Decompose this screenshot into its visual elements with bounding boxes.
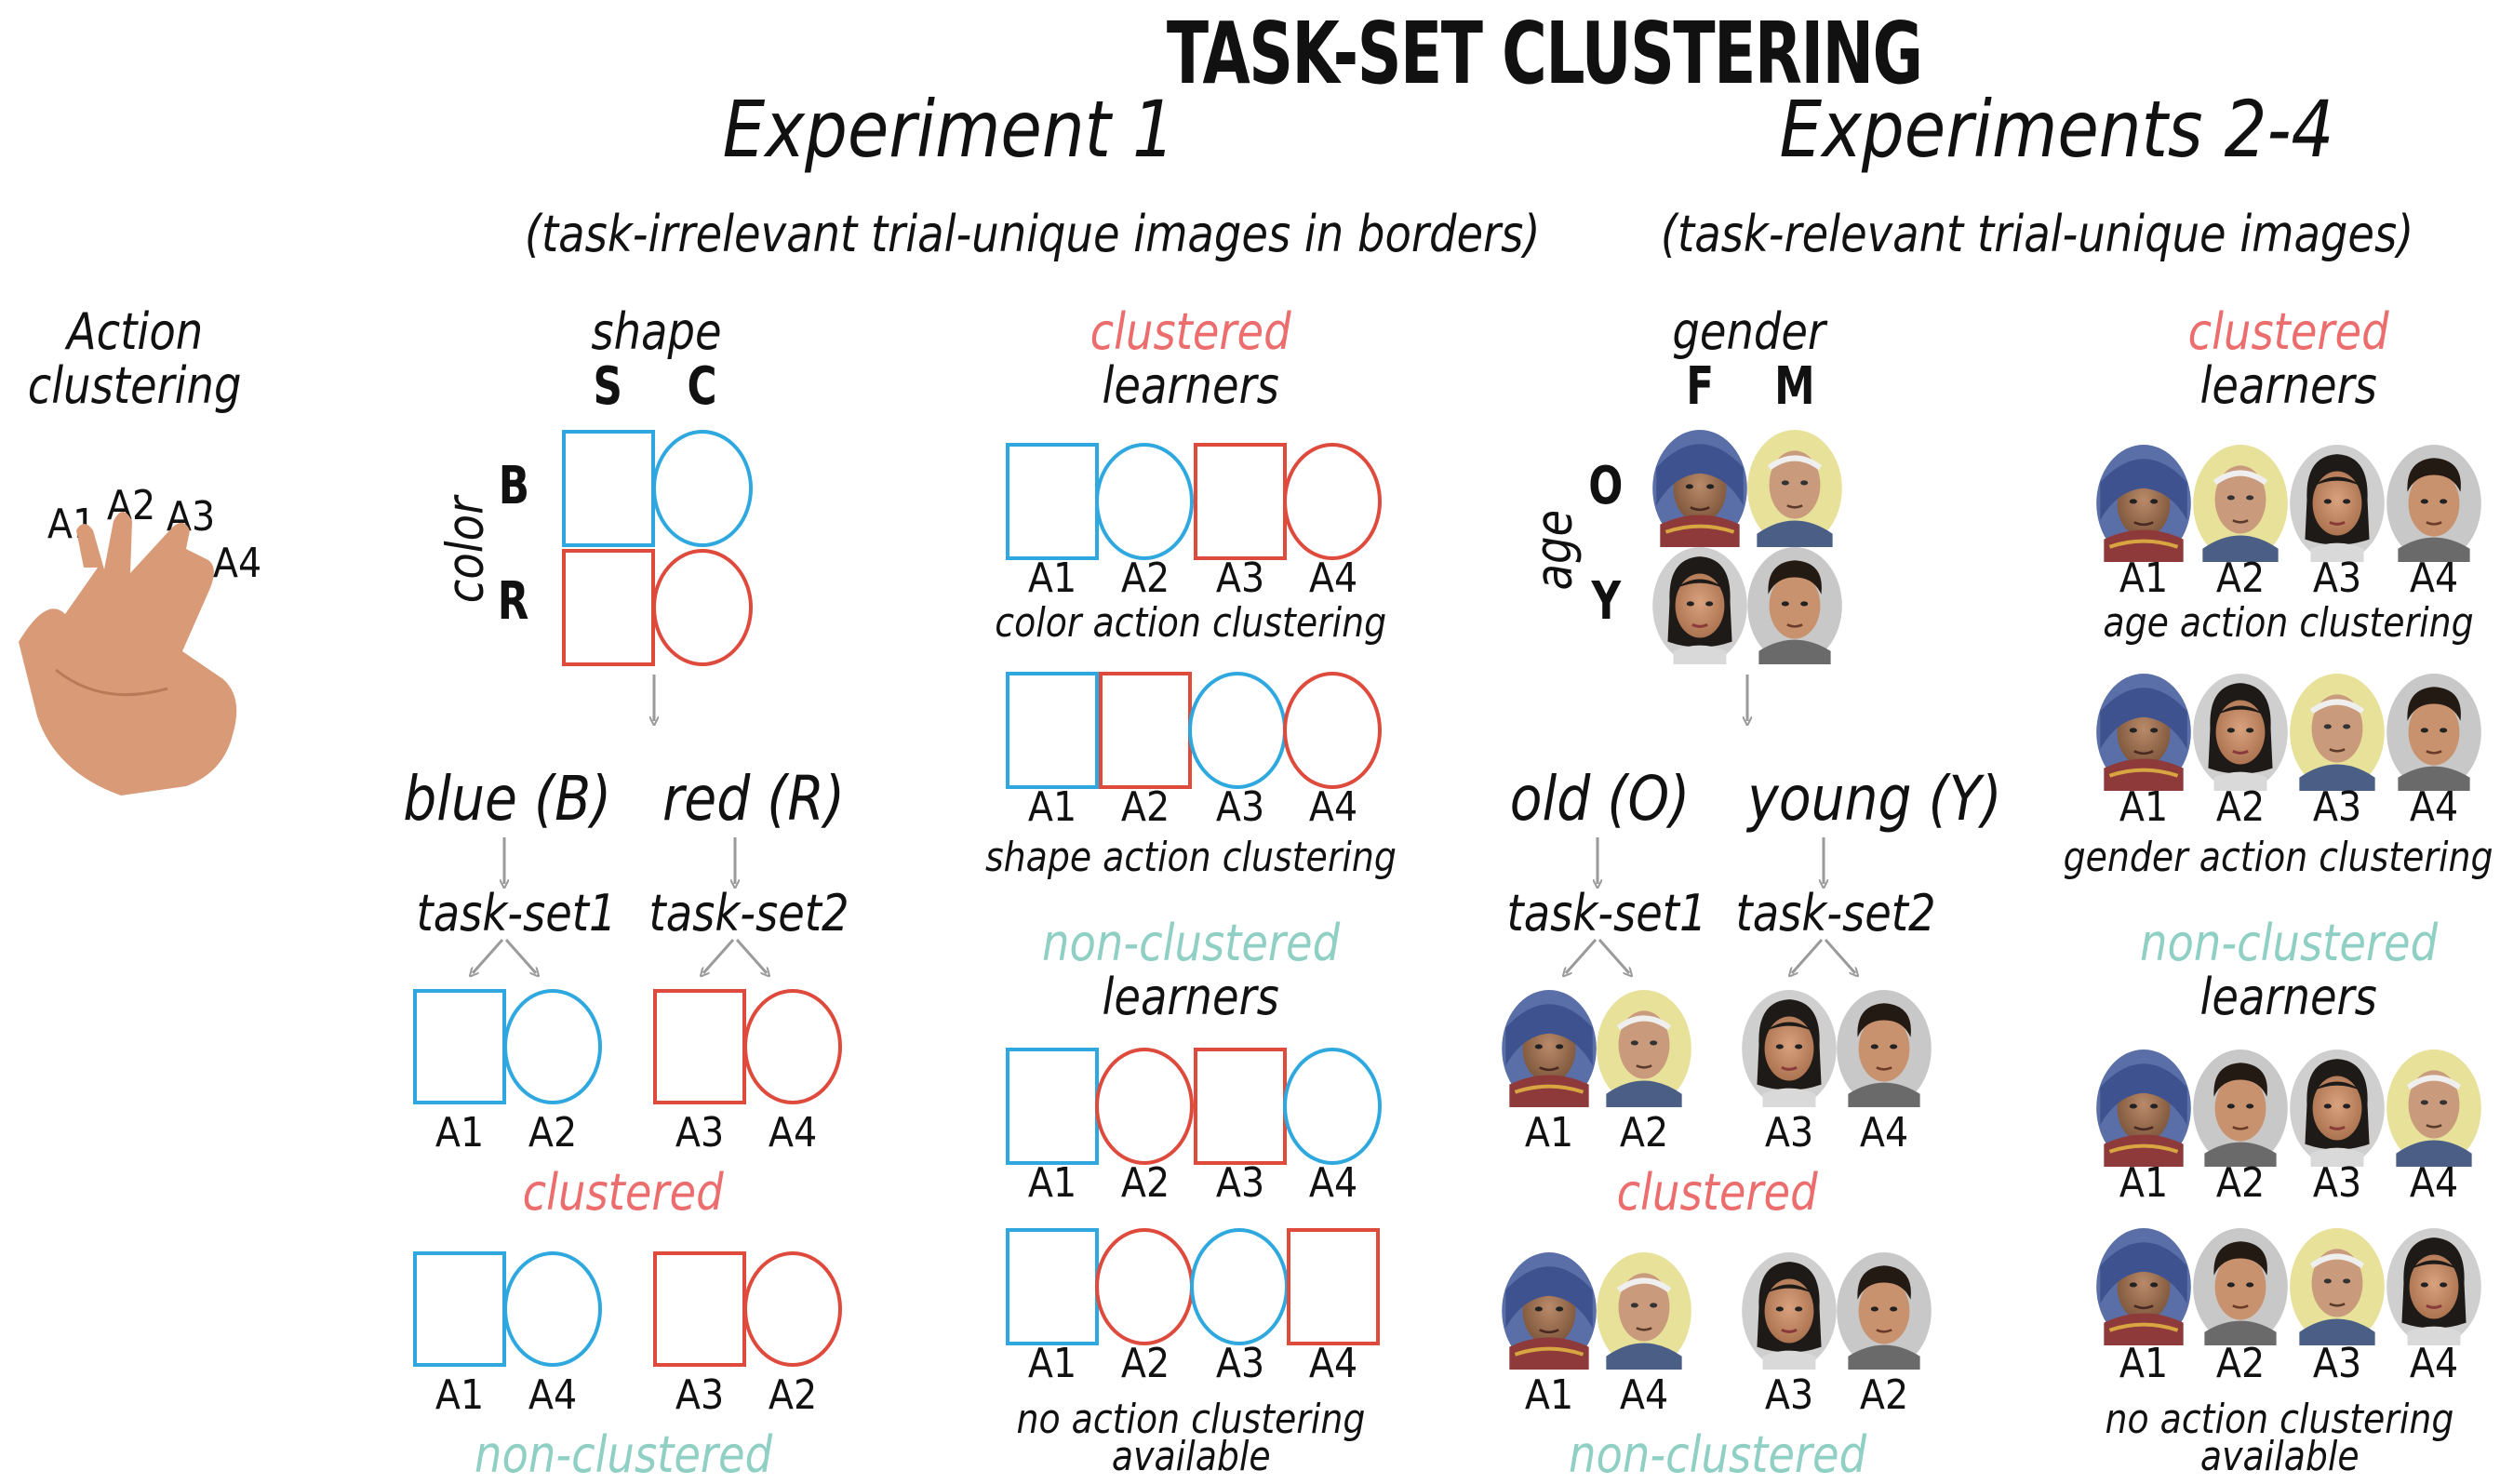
exp1-nc-row2-action: A1 [1027, 1340, 1077, 1387]
exp2-nonclustered-action: A4 [1619, 1371, 1669, 1419]
exp2-nc-caption-1: no action clustering [2105, 1396, 2454, 1443]
exp1-clustered-action: A4 [768, 1109, 818, 1156]
exp1-color-row-action: A4 [1308, 555, 1358, 602]
exp2-nonclustered-label: non-clustered [1568, 1425, 1867, 1484]
exp2-clustered-action: A4 [1859, 1109, 1909, 1156]
exp1-clustered-learners-word: clustered [1090, 302, 1291, 361]
exp2-clustered-learners-word: clustered [2188, 302, 2389, 361]
hand-icon [19, 512, 237, 795]
exp1-nc-caption-2: available [1111, 1433, 1271, 1480]
exp2-nonclustered-learners-word: non-clustered [2139, 914, 2439, 972]
exp1-nonclustered-action: A2 [768, 1371, 818, 1419]
exp2-nc-row2-action: A1 [2119, 1340, 2169, 1387]
exp2-age-row-caption: age action clustering [2103, 599, 2475, 647]
exp1-dim-side-level: R [498, 571, 529, 632]
exp2-age-row-action: A2 [2215, 555, 2266, 602]
exp1-nc-row1-action: A1 [1027, 1159, 1077, 1207]
exp2-nonclustered-action: A2 [1859, 1371, 1909, 1419]
exp2-age-row-action: A3 [2312, 555, 2362, 602]
exp1-grid [562, 430, 753, 666]
exp2-dim-side: age [1524, 510, 1584, 591]
exp1-color-row-action: A1 [1027, 555, 1077, 602]
exp1-dim-top-level: C [687, 356, 718, 417]
exp1-clustered-label: clustered [523, 1163, 724, 1222]
exp2-learners-word: learners [2199, 356, 2378, 415]
exp1-nonclustered-action: A1 [434, 1371, 485, 1419]
exp2-clustered-action: A3 [1764, 1109, 1814, 1156]
exp1-shape-row-caption: shape action clustering [985, 834, 1397, 881]
exp2-dim-top-level: M [1774, 356, 1815, 417]
exp2-nc-row1-action: A4 [2409, 1159, 2459, 1207]
exp2-gender-row-action: A3 [2312, 783, 2362, 831]
exp1-nonclustered-action: A3 [675, 1371, 725, 1419]
exp1-clustered-action: A3 [675, 1109, 725, 1156]
exp1-nc-row2-action: A4 [1308, 1340, 1358, 1387]
experiment1-subheading: (task-irrelevant trial-unique images in … [525, 205, 1541, 263]
exp1-dim-top: shape [590, 302, 722, 361]
exp2-nc-row2-action: A3 [2312, 1340, 2362, 1387]
exp2-nc-row1-action: A2 [2215, 1159, 2266, 1207]
exp2-gender-row-caption: gender action clustering [2063, 834, 2493, 881]
finger-label: A4 [212, 540, 262, 587]
action-clustering-heading-1: Action [66, 302, 204, 361]
exp1-nonclustered-label: non-clustered [474, 1425, 773, 1484]
exp2-nc-row2-action: A4 [2409, 1340, 2459, 1387]
exp2-clustered-action: A1 [1524, 1109, 1574, 1156]
exp2-nonclustered-action: A1 [1524, 1371, 1574, 1419]
exp2-context-right: young (Y) [1747, 763, 2002, 835]
exp2-taskset-left: task-set1 [1506, 884, 1707, 943]
exp1-learners-word: learners [1102, 356, 1280, 415]
exp1-shape-row-action: A2 [1120, 783, 1170, 831]
exp1-dim-side: color [435, 497, 495, 604]
exp1-context-left: blue (B) [403, 763, 611, 835]
exp2-nonclustered-action: A3 [1764, 1371, 1814, 1419]
exp2-gender-row-action: A4 [2409, 783, 2459, 831]
exp2-dim-side-level: Y [1591, 571, 1621, 632]
exp1-color-row-action: A3 [1215, 555, 1265, 602]
exp1-context-right: red (R) [662, 763, 846, 835]
exp1-color-row-caption: color action clustering [995, 599, 1387, 647]
exp2-age-row-action: A4 [2409, 555, 2459, 602]
exp2-nc-caption-2: available [2199, 1433, 2360, 1480]
exp2-nc-row1-action: A1 [2119, 1159, 2169, 1207]
exp1-shape-row-action: A4 [1308, 783, 1358, 831]
exp2-dim-top-level: F [1686, 356, 1714, 417]
exp1-shape-row-action: A1 [1027, 783, 1077, 831]
exp1-nc-row1-action: A4 [1308, 1159, 1358, 1207]
exp1-nc-row1-action: A2 [1120, 1159, 1170, 1207]
action-clustering-heading-2: clustering [28, 356, 242, 415]
exp1-learners-word-2: learners [1102, 968, 1280, 1026]
exp1-clustered-action: A1 [434, 1109, 485, 1156]
exp1-nc-row1-action: A3 [1215, 1159, 1265, 1207]
exp1-nonclustered-learners-word: non-clustered [1041, 914, 1341, 972]
exp2-clustered-action: A2 [1619, 1109, 1669, 1156]
experiment2-heading: Experiments 2-4 [1779, 84, 2333, 175]
exp1-dim-side-level: B [498, 456, 529, 516]
exp1-color-row-action: A2 [1120, 555, 1170, 602]
exp2-taskset-right: task-set2 [1735, 884, 1936, 943]
experiment1-heading: Experiment 1 [722, 84, 1176, 175]
exp2-nc-row2-action: A2 [2215, 1340, 2266, 1387]
exp2-dim-top: gender [1672, 302, 1826, 361]
exp1-nc-row2-action: A2 [1120, 1340, 1170, 1387]
exp1-taskset-right: task-set2 [648, 884, 849, 943]
page-title: TASK-SET CLUSTERING [1167, 4, 1923, 103]
exp2-gender-row-action: A1 [2119, 783, 2169, 831]
exp2-context-left: old (O) [1510, 763, 1691, 835]
exp1-taskset-left: task-set1 [416, 884, 617, 943]
experiment2-subheading: (task-relevant trial-unique images) [1661, 205, 2414, 263]
exp2-nc-row1-action: A3 [2312, 1159, 2362, 1207]
exp1-clustered-action: A2 [528, 1109, 578, 1156]
exp1-dim-top-level: S [593, 356, 622, 417]
exp2-gender-row-action: A2 [2215, 783, 2266, 831]
exp2-age-row-action: A1 [2119, 555, 2169, 602]
exp1-nc-caption-1: no action clustering [1016, 1396, 1366, 1443]
exp2-dim-side-level: O [1588, 456, 1624, 516]
exp2-learners-word-2: learners [2199, 968, 2378, 1026]
exp2-clustered-label: clustered [1617, 1163, 1818, 1222]
exp1-nc-row2-action: A3 [1215, 1340, 1265, 1387]
exp1-nonclustered-action: A4 [528, 1371, 578, 1419]
exp1-shape-row-action: A3 [1215, 783, 1265, 831]
